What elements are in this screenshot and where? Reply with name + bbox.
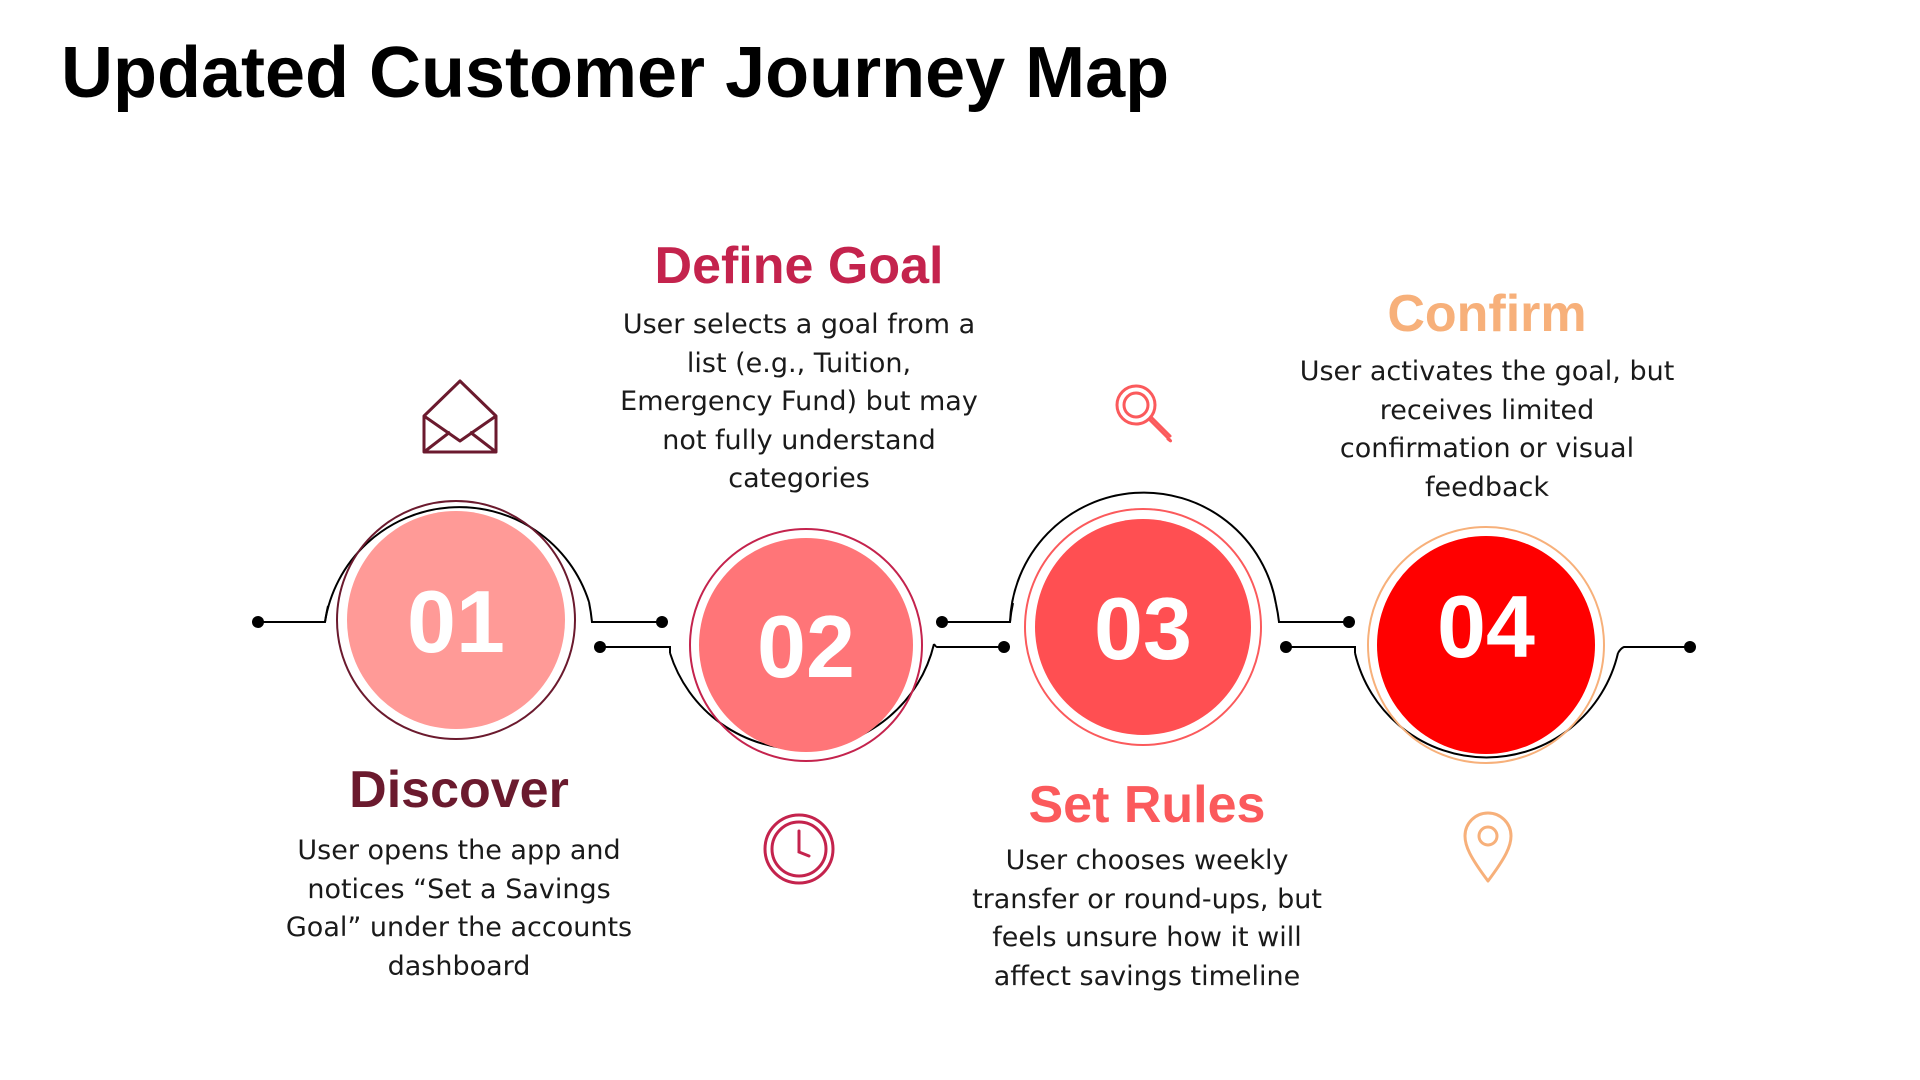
outer-arc-3 [1009, 491, 1277, 623]
connector-dot [936, 616, 948, 628]
connector-dot [1343, 616, 1355, 628]
step-3-title: Set Rules [1028, 776, 1266, 834]
connector-3-4-lower [1286, 646, 1357, 653]
step-3-description: User chooses weekly transfer or round-up… [972, 845, 1322, 992]
clock-icon [763, 813, 835, 885]
step-2-description: User selects a goal from a list (e.g., T… [620, 309, 978, 494]
outer-arc-4 [1354, 652, 1619, 759]
location-pin-icon [1463, 811, 1513, 883]
connector-dot [656, 616, 668, 628]
connector-2-3-upper [942, 602, 1014, 623]
connector-2-3-lower [933, 643, 1004, 648]
connector-3-4-upper [1275, 603, 1349, 623]
step-4-title: Confirm [1387, 285, 1587, 343]
connector-1-2 [588, 601, 662, 623]
magnifier-icon [1115, 384, 1173, 443]
connector-dot [594, 641, 606, 653]
connector-1-2-lower [600, 646, 671, 653]
connector-dot [1280, 641, 1292, 653]
page-title: Updated Customer Journey Map [61, 33, 1170, 113]
connector-dot [252, 616, 264, 628]
envelope-icon [422, 379, 498, 454]
connector-end [1617, 646, 1690, 654]
step-3-number: 03 [1094, 579, 1192, 678]
outer-arc-1 [324, 506, 590, 623]
step-2-number: 02 [757, 597, 855, 696]
step-2-circle: 02 [689, 528, 923, 762]
step-1-circle: 01 [336, 500, 576, 740]
step-1-number: 01 [407, 572, 505, 671]
step-4-description: User activates the goal, but receives li… [1299, 356, 1675, 503]
step-4-number: 04 [1437, 577, 1535, 676]
step-2-title: Define Goal [654, 237, 944, 295]
connector-dots [252, 616, 1696, 653]
step-1-description: User opens the app and notices “Set a Sa… [285, 835, 633, 982]
step-1-title: Discover [349, 761, 569, 819]
step-3-circle: 03 [1024, 508, 1262, 746]
connector-dot [1684, 641, 1696, 653]
connector-dot [998, 641, 1010, 653]
step-4-circle: 04 [1367, 526, 1605, 764]
connector-start [258, 605, 329, 623]
